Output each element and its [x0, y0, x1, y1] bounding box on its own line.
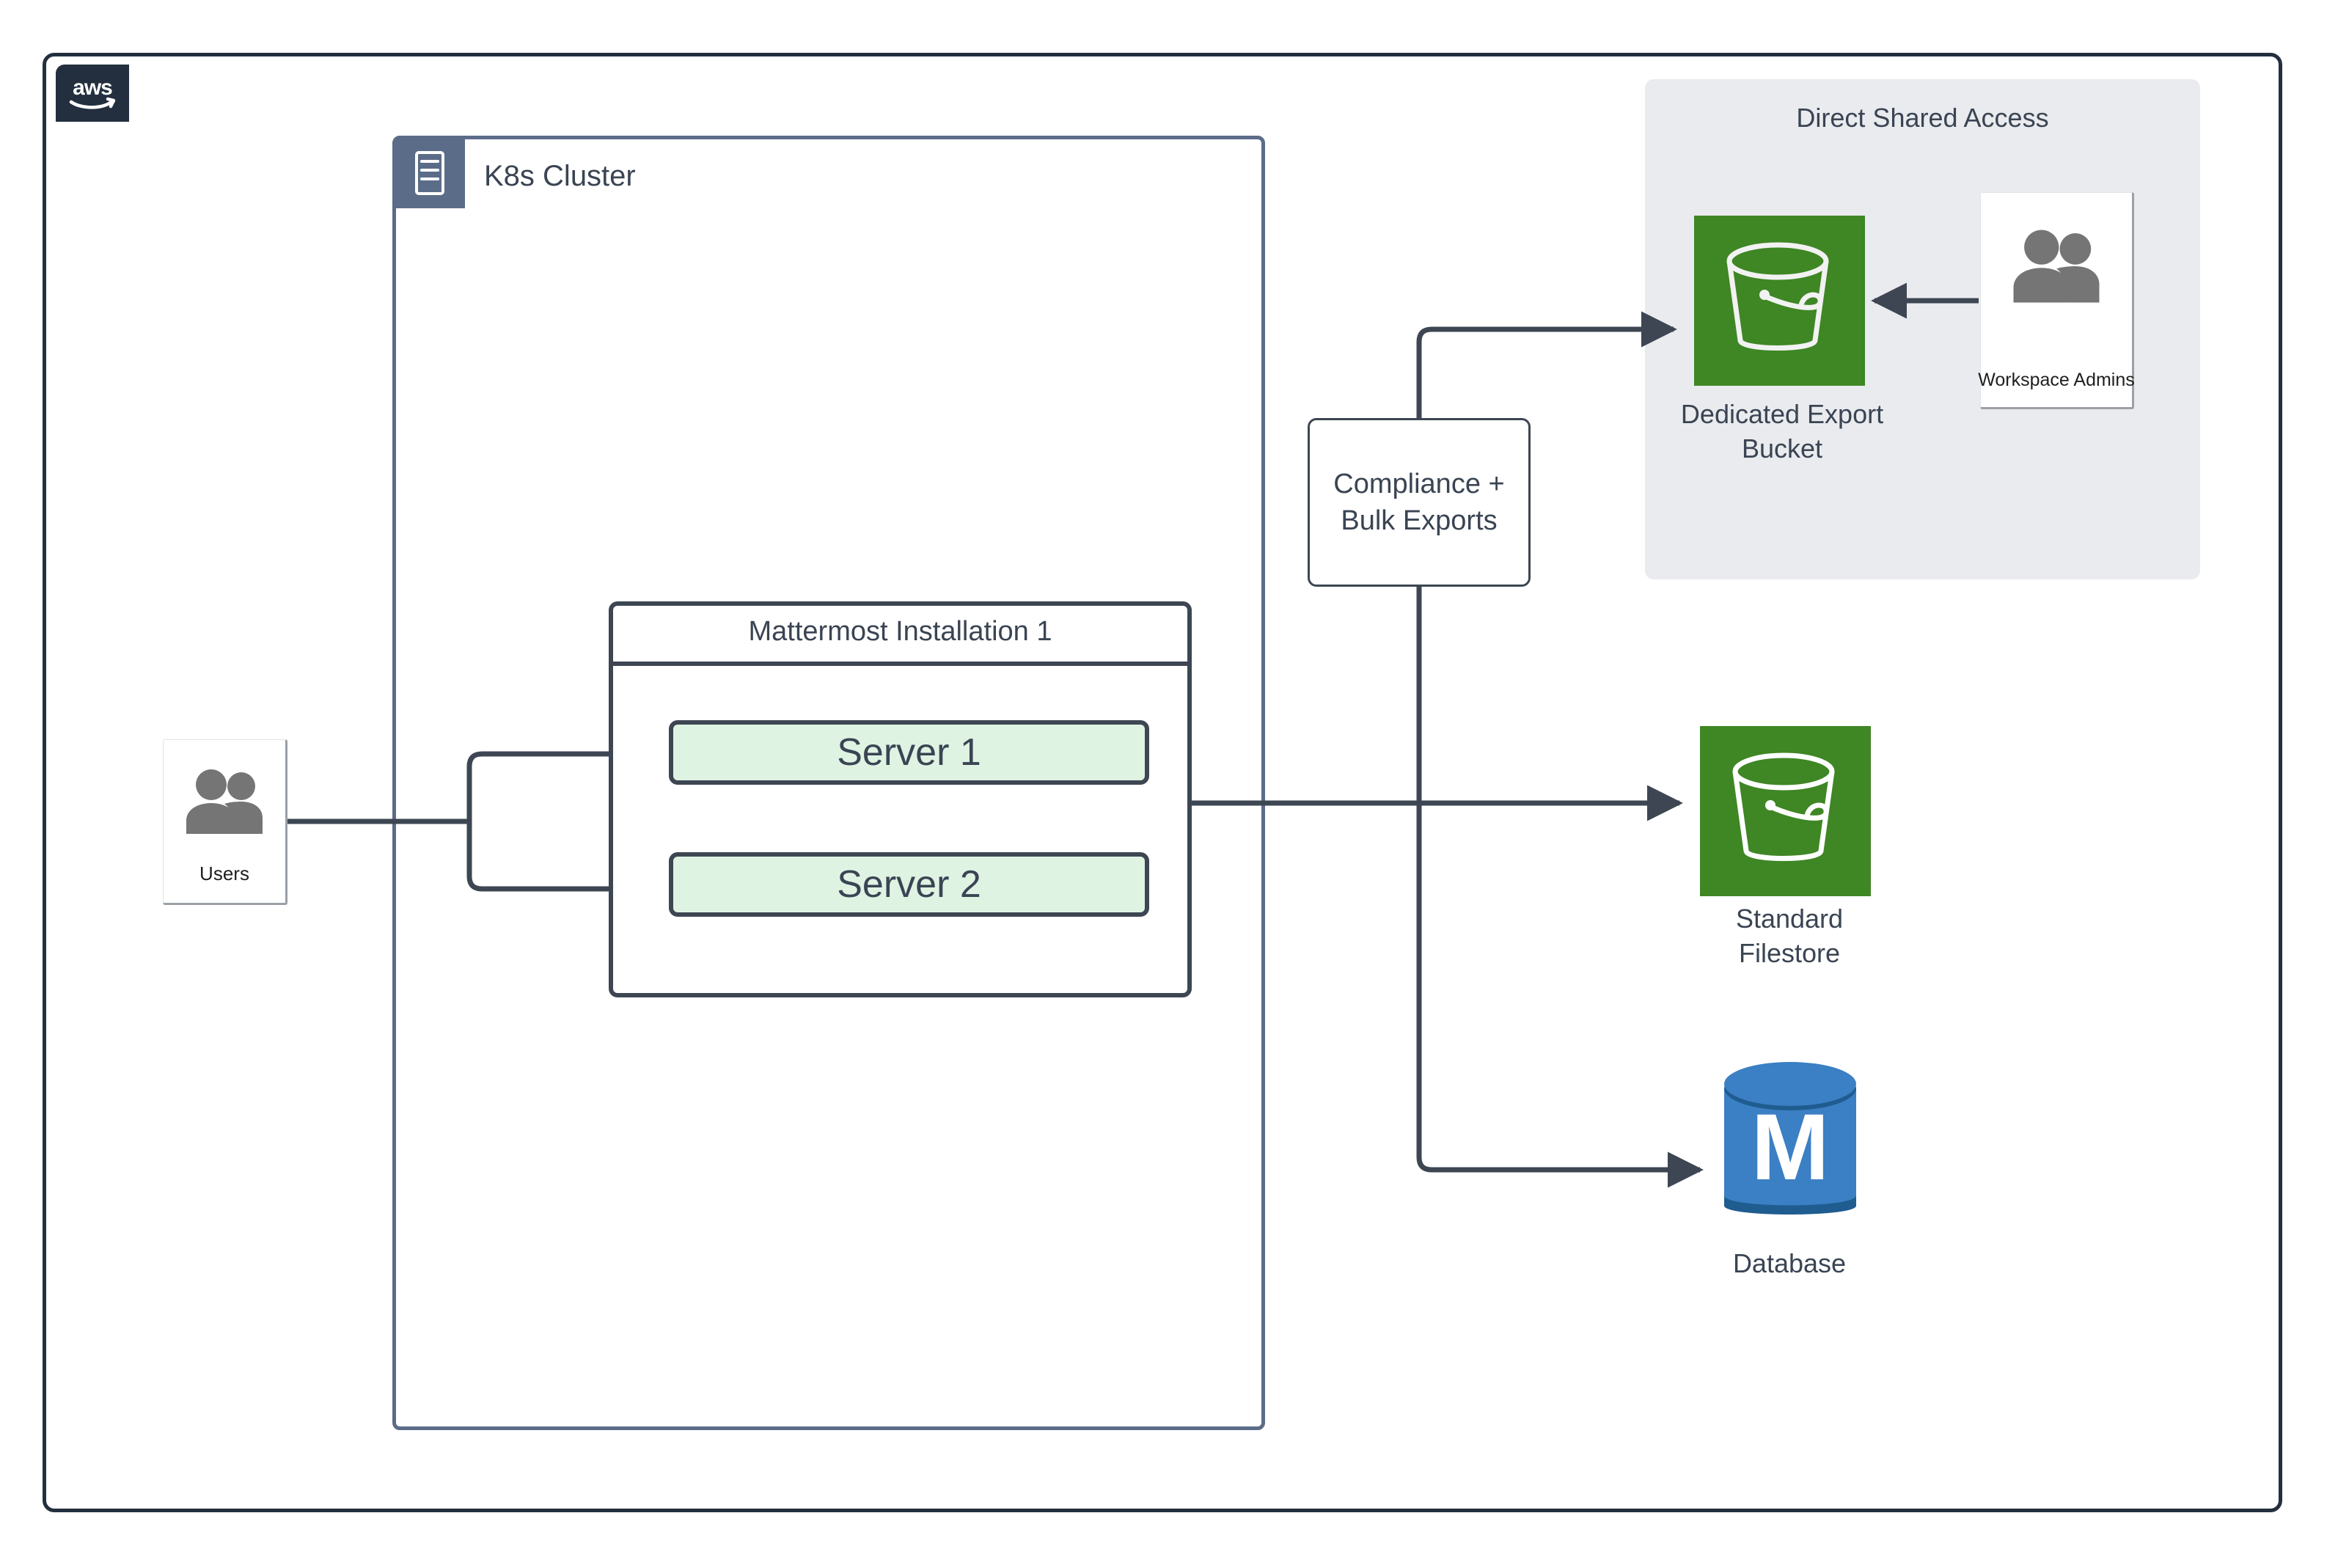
s3-bucket-icon-export[interactable] — [1694, 216, 1865, 386]
export-bucket-line-2: Bucket — [1741, 433, 1823, 464]
compliance-bulk-exports-node[interactable]: Compliance + Bulk Exports — [1308, 418, 1531, 587]
svg-text:M: M — [1751, 1095, 1830, 1200]
edge-compliance-to-database — [1416, 587, 1704, 1188]
server-rack-icon — [395, 138, 465, 208]
standard-filestore-line-2: Filestore — [1738, 937, 1841, 968]
workspace-admins-node[interactable]: Workspace Admins — [1978, 192, 2135, 409]
direct-shared-access-title: Direct Shared Access — [1796, 103, 2049, 133]
export-bucket-line-1: Dedicated Export — [1680, 399, 1884, 429]
dedicated-export-bucket-label: Dedicated Export Bucket — [1577, 398, 1987, 466]
mattermost-database-icon[interactable]: M — [1720, 1062, 1860, 1227]
users-icon — [183, 768, 265, 839]
mattermost-installation-title: Mattermost Installation 1 — [748, 615, 1052, 647]
k8s-cluster-boundary — [392, 136, 1265, 1430]
database-label: Database — [1732, 1248, 1847, 1278]
server-node-1[interactable]: Server 1 — [669, 720, 1149, 785]
workspace-admins-label: Workspace Admins — [1978, 370, 2135, 390]
users-node[interactable]: Users — [163, 739, 287, 905]
svg-text:aws: aws — [73, 76, 112, 100]
s3-bucket-icon-standard[interactable] — [1700, 726, 1871, 896]
users-node-label: Users — [199, 862, 249, 884]
compliance-line-2: Bulk Exports — [1341, 505, 1498, 536]
server-node-2[interactable]: Server 2 — [669, 852, 1149, 917]
standard-filestore-label: Standard Filestore — [1584, 902, 1995, 971]
aws-logo-icon: aws — [56, 65, 129, 122]
mattermost-installation-header: Mattermost Installation 1 — [609, 601, 1192, 666]
standard-filestore-line-1: Standard — [1735, 904, 1844, 934]
compliance-line-1: Compliance + — [1333, 468, 1505, 499]
k8s-cluster-label: K8s Cluster — [484, 160, 636, 192]
mattermost-installation-box — [609, 601, 1192, 997]
edge-users-to-servers — [287, 736, 649, 907]
users-icon-admins — [2010, 228, 2103, 308]
edge-compliance-to-export-bucket — [1416, 311, 1677, 418]
